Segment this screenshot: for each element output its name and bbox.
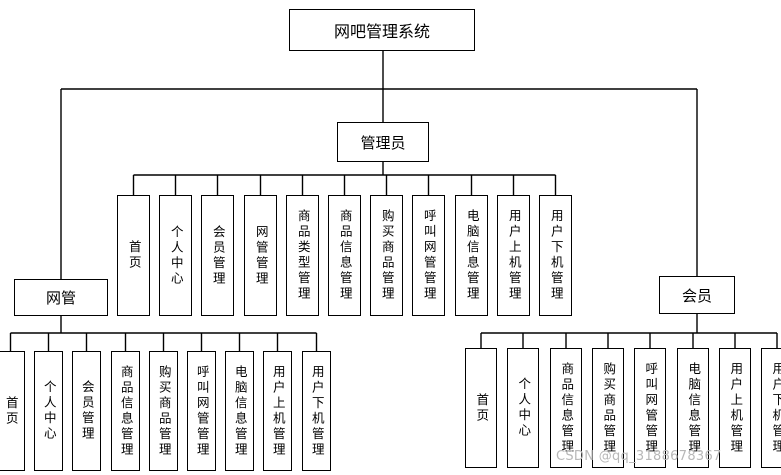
admin-module-node: 用户下机管理 (539, 195, 572, 316)
member-role-node: 会员 (659, 276, 735, 314)
member-module-node: 用户上机管理 (719, 348, 751, 468)
admin-module-node: 个人中心 (159, 195, 192, 316)
admin-module-node: 呼叫网管管理 (412, 195, 445, 316)
netadmin-module-node: 用户上机管理 (263, 351, 292, 471)
watermark: CSDN @qq_3188678367 (556, 449, 722, 464)
admin-module-node: 用户上机管理 (497, 195, 530, 316)
netadmin-module-node: 商品信息管理 (111, 351, 140, 471)
netadmin-module-node: 用户下机管理 (302, 351, 331, 471)
member-module-node: 电脑信息管理 (677, 348, 709, 468)
netadmin-module-node: 呼叫网管管理 (187, 351, 216, 471)
admin-module-node: 会员管理 (201, 195, 234, 316)
netadmin-module-node: 会员管理 (72, 351, 101, 471)
netadmin-module-node: 电脑信息管理 (225, 351, 254, 471)
admin-module-node: 网管管理 (244, 195, 277, 316)
netadmin-role-node: 网管 (14, 279, 108, 316)
admin-module-node: 电脑信息管理 (455, 195, 488, 316)
member-module-node: 呼叫网管管理 (634, 348, 666, 468)
admin-module-node: 首页 (117, 195, 150, 316)
netadmin-module-node: 首页 (0, 351, 25, 471)
member-module-node: 个人中心 (507, 348, 539, 468)
member-module-node: 用户下机管理 (761, 348, 781, 468)
admin-role-node: 管理员 (337, 122, 429, 162)
netadmin-module-node: 个人中心 (34, 351, 63, 471)
admin-module-node: 商品类型管理 (286, 195, 319, 316)
netadmin-module-node: 购买商品管理 (149, 351, 178, 471)
member-module-node: 购买商品管理 (592, 348, 624, 468)
admin-module-node: 购买商品管理 (370, 195, 403, 316)
member-module-node: 商品信息管理 (550, 348, 582, 468)
member-module-node: 首页 (465, 348, 497, 468)
admin-module-node: 商品信息管理 (328, 195, 361, 316)
system-title-node: 网吧管理系统 (289, 9, 475, 51)
